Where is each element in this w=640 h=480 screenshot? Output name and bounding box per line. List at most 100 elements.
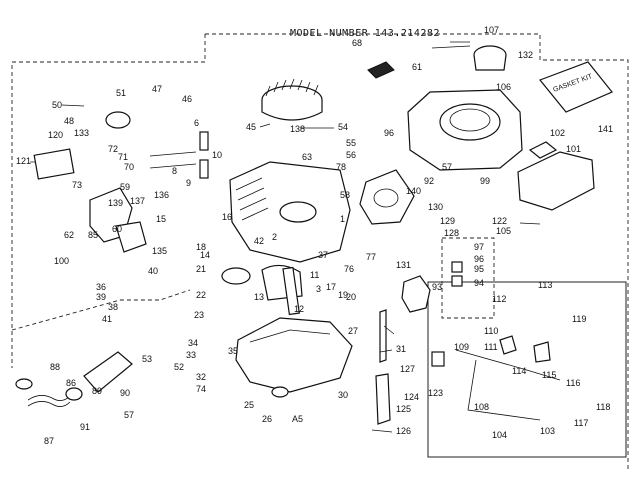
crankshaft (221, 266, 300, 316)
callout-label: 90 (120, 388, 130, 398)
callout-label: 137 (130, 196, 145, 206)
dipstick-tube (375, 309, 391, 425)
callout-labels: 107 68 132 61 106 141 45 138 54 55 56 78… (16, 25, 613, 446)
callout-label: 122 (492, 216, 507, 226)
callout-label: 72 (108, 144, 118, 154)
callout-label: 34 (188, 338, 198, 348)
callout-label: 74 (196, 384, 206, 394)
gasket-kit: GASKET KIT (539, 61, 613, 113)
callout-label: 71 (118, 152, 128, 162)
blower-housing (407, 89, 523, 171)
callout-label: 125 (396, 404, 411, 414)
callout-label: 105 (496, 226, 511, 236)
callout-label: 102 (550, 128, 565, 138)
debris-screen (367, 61, 395, 79)
callout-label: 26 (262, 414, 272, 424)
cylinder-block (229, 161, 351, 263)
recoil-starter-side (359, 169, 415, 225)
callout-label: 10 (212, 150, 222, 160)
callout-label: 124 (404, 392, 419, 402)
callout-label: 86 (66, 378, 76, 388)
callout-label: 45 (246, 122, 256, 132)
callout-label: 107 (484, 25, 499, 35)
callout-label: 30 (338, 390, 348, 400)
callout-label: 48 (64, 116, 74, 126)
boundary-lines (11, 33, 629, 470)
callout-label: 123 (428, 388, 443, 398)
callout-label: 73 (72, 180, 82, 190)
callout-label: 18 (196, 242, 206, 252)
model-number-title: MODEL NUMBER 143.214282 (290, 28, 440, 39)
callout-label: 61 (412, 62, 422, 72)
callout-label: 119 (572, 314, 586, 324)
callout-label: 17 (326, 282, 336, 292)
callout-label: 128 (444, 228, 459, 238)
callout-label: 68 (352, 38, 362, 48)
callout-label: 22 (196, 290, 206, 300)
callout-label: 106 (496, 82, 511, 92)
callout-label: 16 (222, 212, 232, 222)
callout-label: 62 (64, 230, 74, 240)
callout-label: 111 (484, 342, 498, 352)
callout-label: 63 (302, 152, 312, 162)
callout-label: 3 (316, 284, 321, 294)
callout-label: 118 (596, 402, 610, 412)
callout-label: 108 (474, 402, 489, 412)
callout-label: 91 (80, 422, 90, 432)
callout-label: 100 (54, 256, 69, 266)
callout-label: 101 (566, 144, 581, 154)
callout-label: 129 (440, 216, 455, 226)
callout-label: 132 (518, 50, 533, 60)
callout-label: 135 (152, 246, 167, 256)
callout-label: 14 (200, 250, 210, 260)
callout-label: 31 (396, 344, 406, 354)
callout-label: 6 (194, 118, 199, 128)
callout-label: 57 (442, 162, 452, 172)
callout-label: 117 (574, 418, 588, 428)
callout-label: 50 (52, 100, 62, 110)
callout-label: 94 (474, 278, 484, 288)
callout-label: 87 (44, 436, 54, 446)
callout-label: 141 (598, 124, 613, 134)
callout-label: 133 (74, 128, 89, 138)
callout-label: 121 (16, 156, 31, 166)
callout-label: 55 (346, 138, 356, 148)
callout-label: 110 (484, 326, 498, 336)
leader-lines (30, 41, 541, 433)
callout-label: 13 (254, 292, 264, 302)
callout-label: 11 (310, 270, 319, 280)
air-cleaner (15, 351, 133, 407)
callout-label: 39 (96, 292, 106, 302)
callout-label: 130 (428, 202, 443, 212)
callout-label: 127 (400, 364, 415, 374)
callout-label: 33 (186, 350, 196, 360)
callout-label: 92 (424, 176, 434, 186)
callout-label: 20 (346, 292, 356, 302)
callout-label: 38 (108, 302, 118, 312)
callout-label: 8 (172, 166, 177, 176)
callout-label: 12 (294, 304, 304, 314)
callout-label: 15 (156, 214, 166, 224)
callout-label: 140 (406, 186, 421, 196)
callout-label: 37 (318, 250, 328, 260)
callout-label: 104 (492, 430, 507, 440)
callout-label: 35 (228, 346, 238, 356)
callout-label: 23 (194, 310, 204, 320)
callout-label: 41 (102, 314, 112, 324)
crankcase-base (235, 264, 353, 398)
callout-label: 32 (196, 372, 206, 382)
callout-label: 60 (112, 224, 122, 234)
callout-label: 25 (244, 400, 254, 410)
callout-label: 56 (346, 150, 356, 160)
callout-label: 113 (538, 280, 552, 290)
callout-label: 57 (124, 410, 134, 420)
callout-label: 99 (480, 176, 490, 186)
callout-label: 51 (116, 88, 126, 98)
rewind-starter (473, 45, 507, 71)
callout-label: 47 (152, 84, 162, 94)
governor-linkage (431, 261, 561, 421)
callout-label: 76 (344, 264, 354, 274)
callout-label: 136 (154, 190, 169, 200)
callout-label: 52 (174, 362, 184, 372)
callout-label: 2 (272, 232, 277, 242)
